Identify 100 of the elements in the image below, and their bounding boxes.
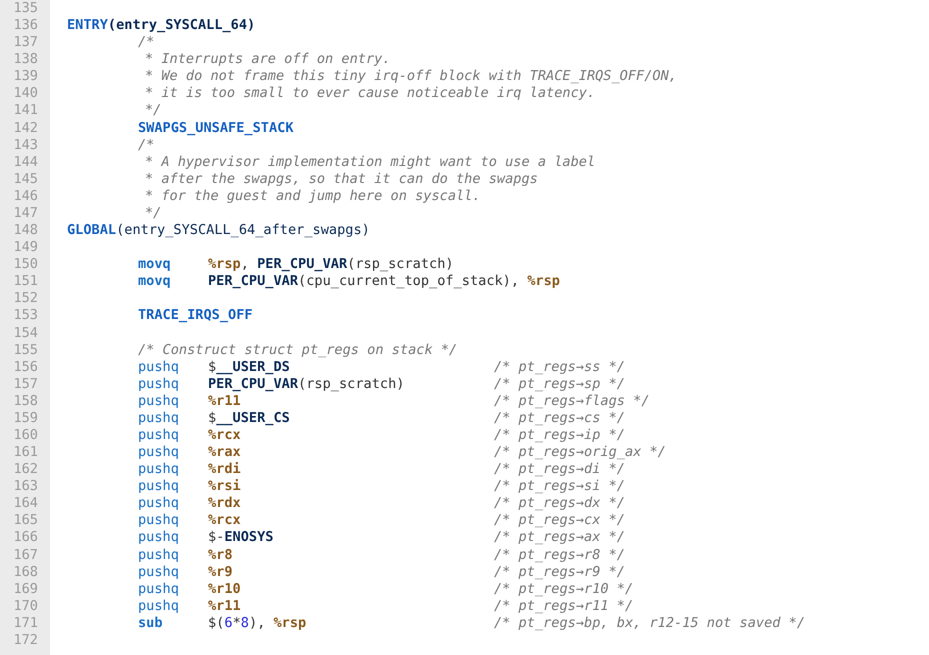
instruction-mnemonic: pushq	[138, 529, 179, 546]
line-number: 169	[12, 580, 38, 598]
instruction-operand: %r11	[208, 392, 241, 410]
code-comment: /* pt_regs→dx */	[494, 495, 625, 512]
line-number: 147	[12, 204, 38, 222]
line-number: 153	[12, 307, 38, 324]
line-number: 155	[12, 342, 38, 359]
instruction-mnemonic: sub	[138, 614, 163, 632]
instruction-operand: PER_CPU_VAR(rsp_scratch)	[208, 376, 404, 393]
code-comment: /* pt_regs→orig_ax */	[494, 444, 666, 462]
code-comment: /* pt_regs→cs */	[494, 410, 625, 427]
line-number: 165	[12, 512, 38, 530]
line-number: 171	[12, 614, 38, 632]
line-number: 135	[12, 0, 38, 17]
code-comment: /* pt_regs→flags */	[494, 392, 650, 410]
code-comment: /* pt_regs→r11 */	[494, 598, 634, 615]
line-number: 163	[12, 478, 38, 496]
instruction-operand: %rcx	[208, 512, 241, 530]
line-number: 138	[12, 51, 38, 68]
instruction-operand: %rdi	[208, 461, 241, 478]
code-comment: /* pt_regs→ss */	[494, 358, 625, 376]
code-comment: /* pt_regs→r8 */	[494, 546, 625, 564]
code-comment: * for the guest and jump here on syscall.	[145, 188, 481, 205]
code-comment: /* pt_regs→ax */	[494, 529, 625, 546]
line-number: 140	[12, 85, 38, 102]
instruction-mnemonic: pushq	[138, 512, 179, 530]
instruction-mnemonic: pushq	[138, 358, 179, 376]
code-comment: /* pt_regs→ip */	[494, 427, 625, 444]
instruction-mnemonic: pushq	[138, 580, 179, 598]
line-number: 139	[12, 68, 38, 86]
line-number: 142	[12, 120, 38, 137]
line-number: 148	[12, 222, 38, 240]
code-text: SWAPGS_UNSAFE_STACK	[138, 120, 294, 137]
line-number: 137	[12, 34, 38, 52]
line-number: 145	[12, 170, 38, 188]
instruction-operand: %r10	[208, 580, 241, 598]
instruction-mnemonic: pushq	[138, 461, 179, 478]
code-text: TRACE_IRQS_OFF	[138, 307, 253, 324]
line-number: 168	[12, 564, 38, 581]
code-comment: */	[145, 102, 162, 120]
instruction-operand: $__USER_CS	[208, 410, 290, 427]
code-comment: /* Construct struct pt_regs on stack */	[138, 342, 458, 359]
line-number: 152	[12, 290, 38, 308]
instruction-mnemonic: pushq	[138, 427, 179, 444]
code-comment: /* pt_regs→di */	[494, 461, 625, 478]
line-number: 144	[12, 154, 38, 171]
instruction-operand: %r9	[208, 564, 233, 581]
instruction-mnemonic: pushq	[138, 444, 179, 462]
instruction-operand: $-ENOSYS	[208, 529, 274, 546]
code-comment: /* pt_regs→bp, bx, r12-15 not saved */	[494, 614, 805, 632]
instruction-operand: %r11	[208, 598, 241, 615]
code-comment: /* pt_regs→r10 */	[494, 580, 634, 598]
instruction-mnemonic: pushq	[138, 546, 179, 564]
code-comment: * it is too small to ever cause noticeable irq latency.	[145, 85, 596, 102]
instruction-mnemonic: pushq	[138, 564, 179, 581]
code-comment: /*	[138, 34, 154, 52]
code-text: ENTRY(entry_SYSCALL_64)	[67, 17, 256, 34]
code-comment: /* pt_regs→cx */	[494, 512, 625, 530]
line-number: 157	[12, 376, 38, 393]
line-number: 162	[12, 461, 38, 478]
instruction-mnemonic: pushq	[138, 376, 179, 393]
line-number: 143	[12, 136, 38, 154]
instruction-mnemonic: pushq	[138, 410, 179, 427]
code-comment: */	[145, 204, 162, 222]
instruction-mnemonic: pushq	[138, 478, 179, 496]
instruction-mnemonic: movq	[138, 273, 171, 290]
line-number: 160	[12, 427, 38, 444]
line-number: 167	[12, 546, 38, 564]
code-comment: /* pt_regs→r9 */	[494, 564, 625, 581]
line-number: 164	[12, 495, 38, 512]
instruction-operand: %rsi	[208, 478, 241, 496]
line-number: 166	[12, 529, 38, 546]
line-number: 158	[12, 392, 38, 410]
instruction-operand: $__USER_DS	[208, 358, 290, 376]
line-number: 172	[12, 632, 38, 649]
instruction-mnemonic: pushq	[138, 495, 179, 512]
instruction-operand: %rcx	[208, 427, 241, 444]
line-number: 161	[12, 444, 38, 462]
code-comment: * We do not frame this tiny irq-off block with TRACE_IRQS_OFF/ON,	[145, 68, 677, 86]
line-number: 159	[12, 410, 38, 427]
line-number: 146	[12, 188, 38, 205]
instruction-operand: %rax	[208, 444, 241, 462]
code-text: GLOBAL(entry_SYSCALL_64_after_swapgs)	[67, 222, 370, 240]
line-number: 151	[12, 273, 38, 290]
instruction-mnemonic: pushq	[138, 598, 179, 615]
code-comment: * after the swapgs, so that it can do the swapgs	[145, 170, 538, 188]
line-number: 156	[12, 358, 38, 376]
line-number: 149	[12, 239, 38, 256]
code-comment: * Interrupts are off on entry.	[145, 51, 391, 68]
line-number: 150	[12, 256, 38, 274]
code-comment: /* pt_regs→si */	[494, 478, 625, 496]
instruction-operand: %rsp, PER_CPU_VAR(rsp_scratch)	[208, 256, 454, 274]
line-number: 136	[12, 17, 38, 34]
instruction-operand: %r8	[208, 546, 233, 564]
instruction-mnemonic: movq	[138, 256, 171, 274]
instruction-operand: %rdx	[208, 495, 241, 512]
code-comment: * A hypervisor implementation might want to use a label	[145, 154, 596, 171]
line-number: 170	[12, 598, 38, 615]
instruction-operand: PER_CPU_VAR(cpu_current_top_of_stack), %rsp	[208, 273, 560, 290]
line-number: 154	[12, 324, 38, 342]
